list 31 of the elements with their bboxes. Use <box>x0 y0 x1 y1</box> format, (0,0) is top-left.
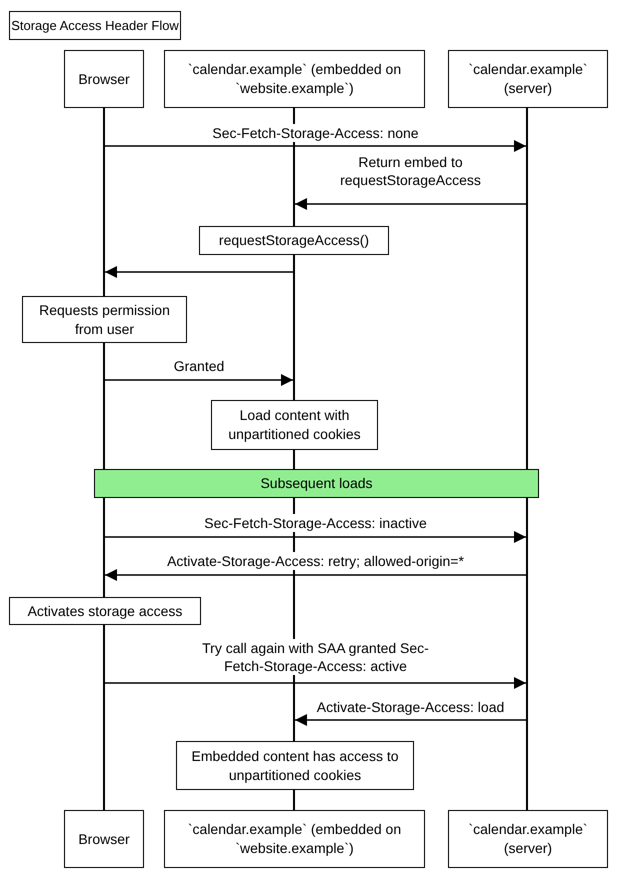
note-box: Requests permission from user <box>22 296 187 343</box>
message-arrow <box>105 266 293 278</box>
message-label: Activate-Storage-Access: retry; allowed-origin=* <box>164 552 467 570</box>
participant-box: `calendar.example` (server) <box>448 50 608 108</box>
title-box: Storage Access Header Flow <box>9 11 181 40</box>
participant-box: `calendar.example` (server) <box>448 810 608 868</box>
message-arrow <box>105 531 526 543</box>
lifeline <box>293 450 295 469</box>
participant-box: `calendar.example` (embedded on `website.example`) <box>164 50 425 108</box>
note-box: Load content with unpartitioned cookies <box>211 400 378 450</box>
participant-box: `calendar.example` (embedded on `website.example`) <box>164 810 425 868</box>
lifeline <box>526 498 528 810</box>
lifeline <box>293 255 295 400</box>
participant-box: Browser <box>64 810 144 868</box>
lifeline <box>103 108 105 296</box>
note-box: requestStorageAccess() <box>199 226 389 255</box>
lifeline <box>103 343 105 469</box>
message-arrow <box>295 198 526 210</box>
note-box: Activates storage access <box>9 597 201 625</box>
participant-box: Browser <box>64 50 144 108</box>
message-arrow <box>105 569 526 581</box>
message-arrow <box>295 714 526 726</box>
note-box: Embedded content has access to unpartitioned cookies <box>176 741 414 790</box>
section-band: Subsequent loads <box>94 469 539 498</box>
message-arrow <box>105 677 526 689</box>
lifeline <box>293 790 295 810</box>
message-arrow <box>105 374 293 386</box>
lifeline <box>103 625 105 810</box>
lifeline <box>103 498 105 597</box>
message-arrow <box>105 140 526 152</box>
lifeline <box>526 108 528 469</box>
